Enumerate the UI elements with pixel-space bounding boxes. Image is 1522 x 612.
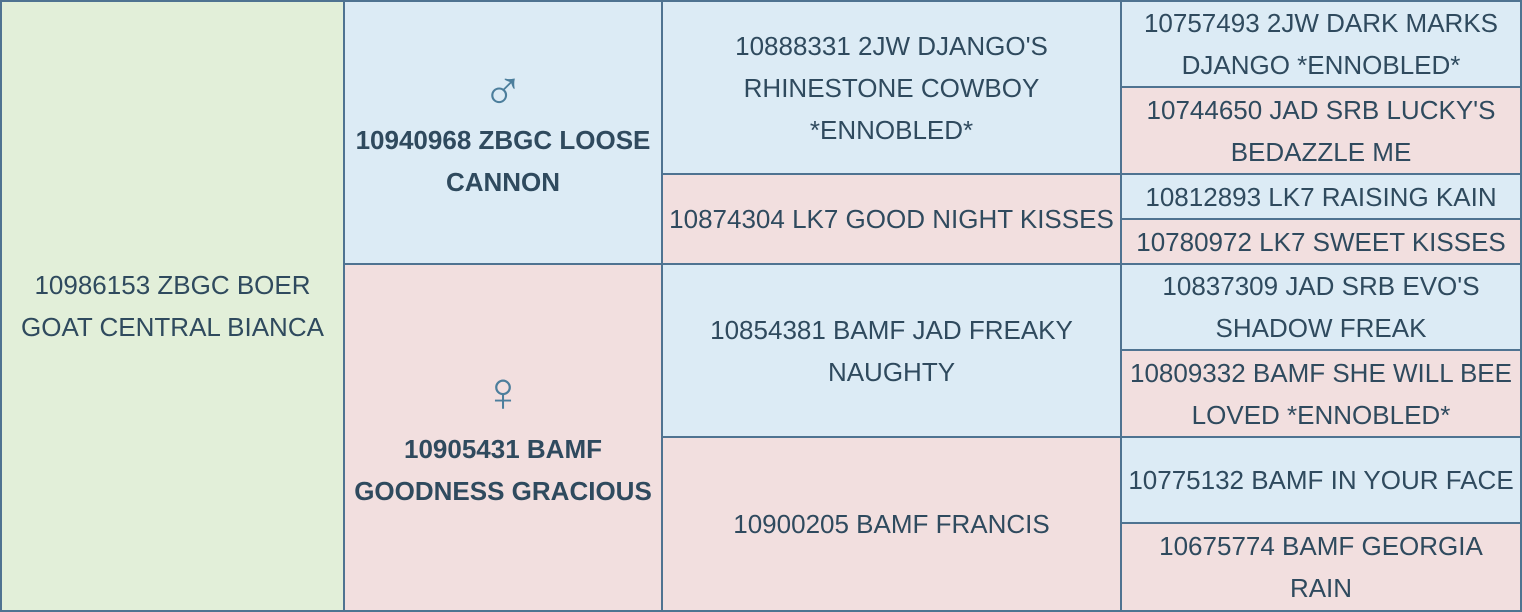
great-grandparent-cell: 10757493 2JW DARK MARKS DJANGO *ENNOBLED… bbox=[1120, 0, 1522, 88]
great-grandparent-cell: 10744650 JAD SRB LUCKY'S BEDAZZLE ME bbox=[1120, 86, 1522, 175]
great-grandparent-name: 10775132 BAMF IN YOUR FACE bbox=[1128, 465, 1514, 495]
maternal-grandsire-name: 10854381 BAMF JAD FREAKY NAUGHTY bbox=[710, 314, 1073, 387]
subject-name: 10986153 ZBGC BOER GOAT CENTRAL BIANCA bbox=[21, 270, 324, 342]
great-grandparent-name: 10744650 JAD SRB LUCKY'S BEDAZZLE ME bbox=[1146, 94, 1496, 167]
great-grandparent-cell: 10812893 LK7 RAISING KAIN bbox=[1120, 173, 1522, 220]
sire-cell: ♂ 10940968 ZBGC LOOSE CANNON bbox=[343, 0, 663, 265]
subject-cell: 10986153 ZBGC BOER GOAT CENTRAL BIANCA bbox=[0, 0, 345, 612]
paternal-grandsire-name: 10888331 2JW DJANGO'S RHINESTONE COWBOY … bbox=[735, 30, 1048, 145]
great-grandparent-cell: 10775132 BAMF IN YOUR FACE bbox=[1120, 436, 1522, 524]
maternal-grandsire-cell: 10854381 BAMF JAD FREAKY NAUGHTY bbox=[661, 263, 1122, 438]
great-grandparent-name: 10809332 BAMF SHE WILL BEE LOVED *ENNOBL… bbox=[1129, 357, 1512, 430]
maternal-granddam-name: 10900205 BAMF FRANCIS bbox=[733, 509, 1050, 539]
paternal-granddam-name: 10874304 LK7 GOOD NIGHT KISSES bbox=[669, 204, 1114, 234]
great-grandparent-name: 10837309 JAD SRB EVO'S SHADOW FREAK bbox=[1162, 271, 1480, 343]
great-grandparent-name: 10757493 2JW DARK MARKS DJANGO *ENNOBLED… bbox=[1143, 8, 1499, 80]
dam-cell: ♀ 10905431 BAMF GOODNESS GRACIOUS bbox=[343, 263, 663, 612]
great-grandparent-cell: 10837309 JAD SRB EVO'S SHADOW FREAK bbox=[1120, 263, 1522, 351]
sire-name: 10940968 ZBGC LOOSE CANNON bbox=[355, 124, 651, 197]
great-grandparent-cell: 10780972 LK7 SWEET KISSES bbox=[1120, 218, 1522, 265]
great-grandparent-name: 10812893 LK7 RAISING KAIN bbox=[1145, 181, 1497, 212]
male-symbol-icon: ♂ bbox=[482, 58, 524, 122]
female-symbol-icon: ♀ bbox=[482, 359, 524, 423]
paternal-grandsire-cell: 10888331 2JW DJANGO'S RHINESTONE COWBOY … bbox=[661, 0, 1122, 175]
great-grandparent-name: 10675774 BAMF GEORGIA RAIN bbox=[1159, 531, 1483, 603]
great-grandparent-cell: 10809332 BAMF SHE WILL BEE LOVED *ENNOBL… bbox=[1120, 349, 1522, 438]
paternal-granddam-cell: 10874304 LK7 GOOD NIGHT KISSES bbox=[661, 173, 1122, 265]
great-grandparent-cell: 10675774 BAMF GEORGIA RAIN bbox=[1120, 522, 1522, 612]
maternal-granddam-cell: 10900205 BAMF FRANCIS bbox=[661, 436, 1122, 612]
dam-name: 10905431 BAMF GOODNESS GRACIOUS bbox=[354, 433, 652, 506]
great-grandparent-name: 10780972 LK7 SWEET KISSES bbox=[1136, 226, 1506, 257]
